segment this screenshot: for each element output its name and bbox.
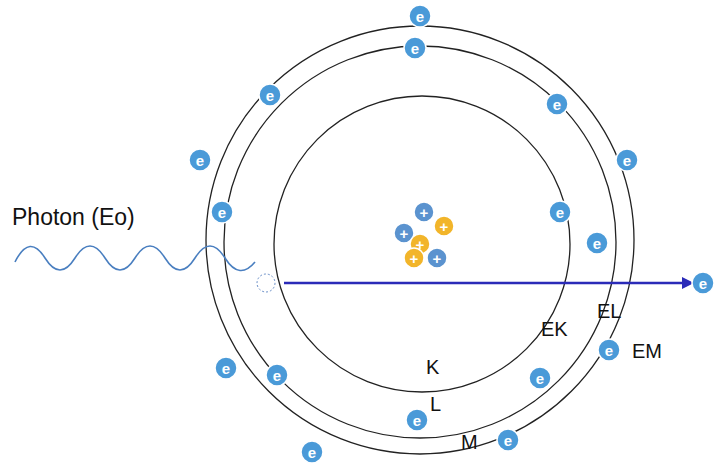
electron: e [405, 408, 429, 432]
electron-symbol: e [214, 356, 238, 380]
electron-symbol: e [585, 231, 609, 255]
electron-symbol: e [258, 83, 282, 107]
electron: e [585, 231, 609, 255]
electron-symbol: e [545, 92, 569, 116]
charge-sign: + [413, 201, 435, 223]
photon-label: Photon (Eo) [12, 204, 135, 231]
electron: e [597, 338, 621, 362]
electron-symbol: e [403, 36, 427, 60]
vacancy [257, 274, 275, 292]
ejection-arrow [284, 282, 686, 285]
electron: e [615, 148, 639, 172]
shell-label: M [461, 431, 478, 454]
energy-label: EK [541, 318, 568, 341]
electron: e [188, 148, 212, 172]
electron: e [496, 428, 520, 452]
electron-symbol: e [408, 4, 432, 28]
electron-symbol: e [210, 200, 234, 224]
electron: e [528, 366, 552, 390]
electron-symbol: e [300, 440, 324, 464]
electron: e [403, 36, 427, 60]
electron-symbol: e [405, 408, 429, 432]
electron-symbol: e [496, 428, 520, 452]
electron-symbol: e [597, 338, 621, 362]
energy-label: EM [632, 340, 662, 363]
proton: + [426, 247, 448, 269]
electron: e [408, 4, 432, 28]
charge-sign: + [433, 215, 455, 237]
electron-symbol: e [691, 271, 715, 295]
electron: e [265, 363, 289, 387]
m-shell [206, 26, 634, 454]
electron: e [691, 271, 715, 295]
electron: e [545, 92, 569, 116]
electron-symbol: e [188, 148, 212, 172]
electron: e [258, 83, 282, 107]
charge-sign: + [426, 247, 448, 269]
photon-wave [15, 246, 255, 271]
shell-label: K [426, 356, 439, 379]
electron-symbol: e [265, 363, 289, 387]
electron-symbol: e [548, 200, 572, 224]
electron: e [210, 200, 234, 224]
nucleon: + [403, 247, 425, 269]
nucleon: + [433, 215, 455, 237]
electron: e [214, 356, 238, 380]
proton: + [413, 201, 435, 223]
electron: e [300, 440, 324, 464]
k-shell [274, 96, 570, 392]
electron: e [548, 200, 572, 224]
shell-label: L [430, 393, 441, 416]
l-shell [224, 46, 616, 438]
electron-symbol: e [615, 148, 639, 172]
charge-sign: + [403, 247, 425, 269]
energy-label: EL [597, 300, 621, 323]
electron-symbol: e [528, 366, 552, 390]
